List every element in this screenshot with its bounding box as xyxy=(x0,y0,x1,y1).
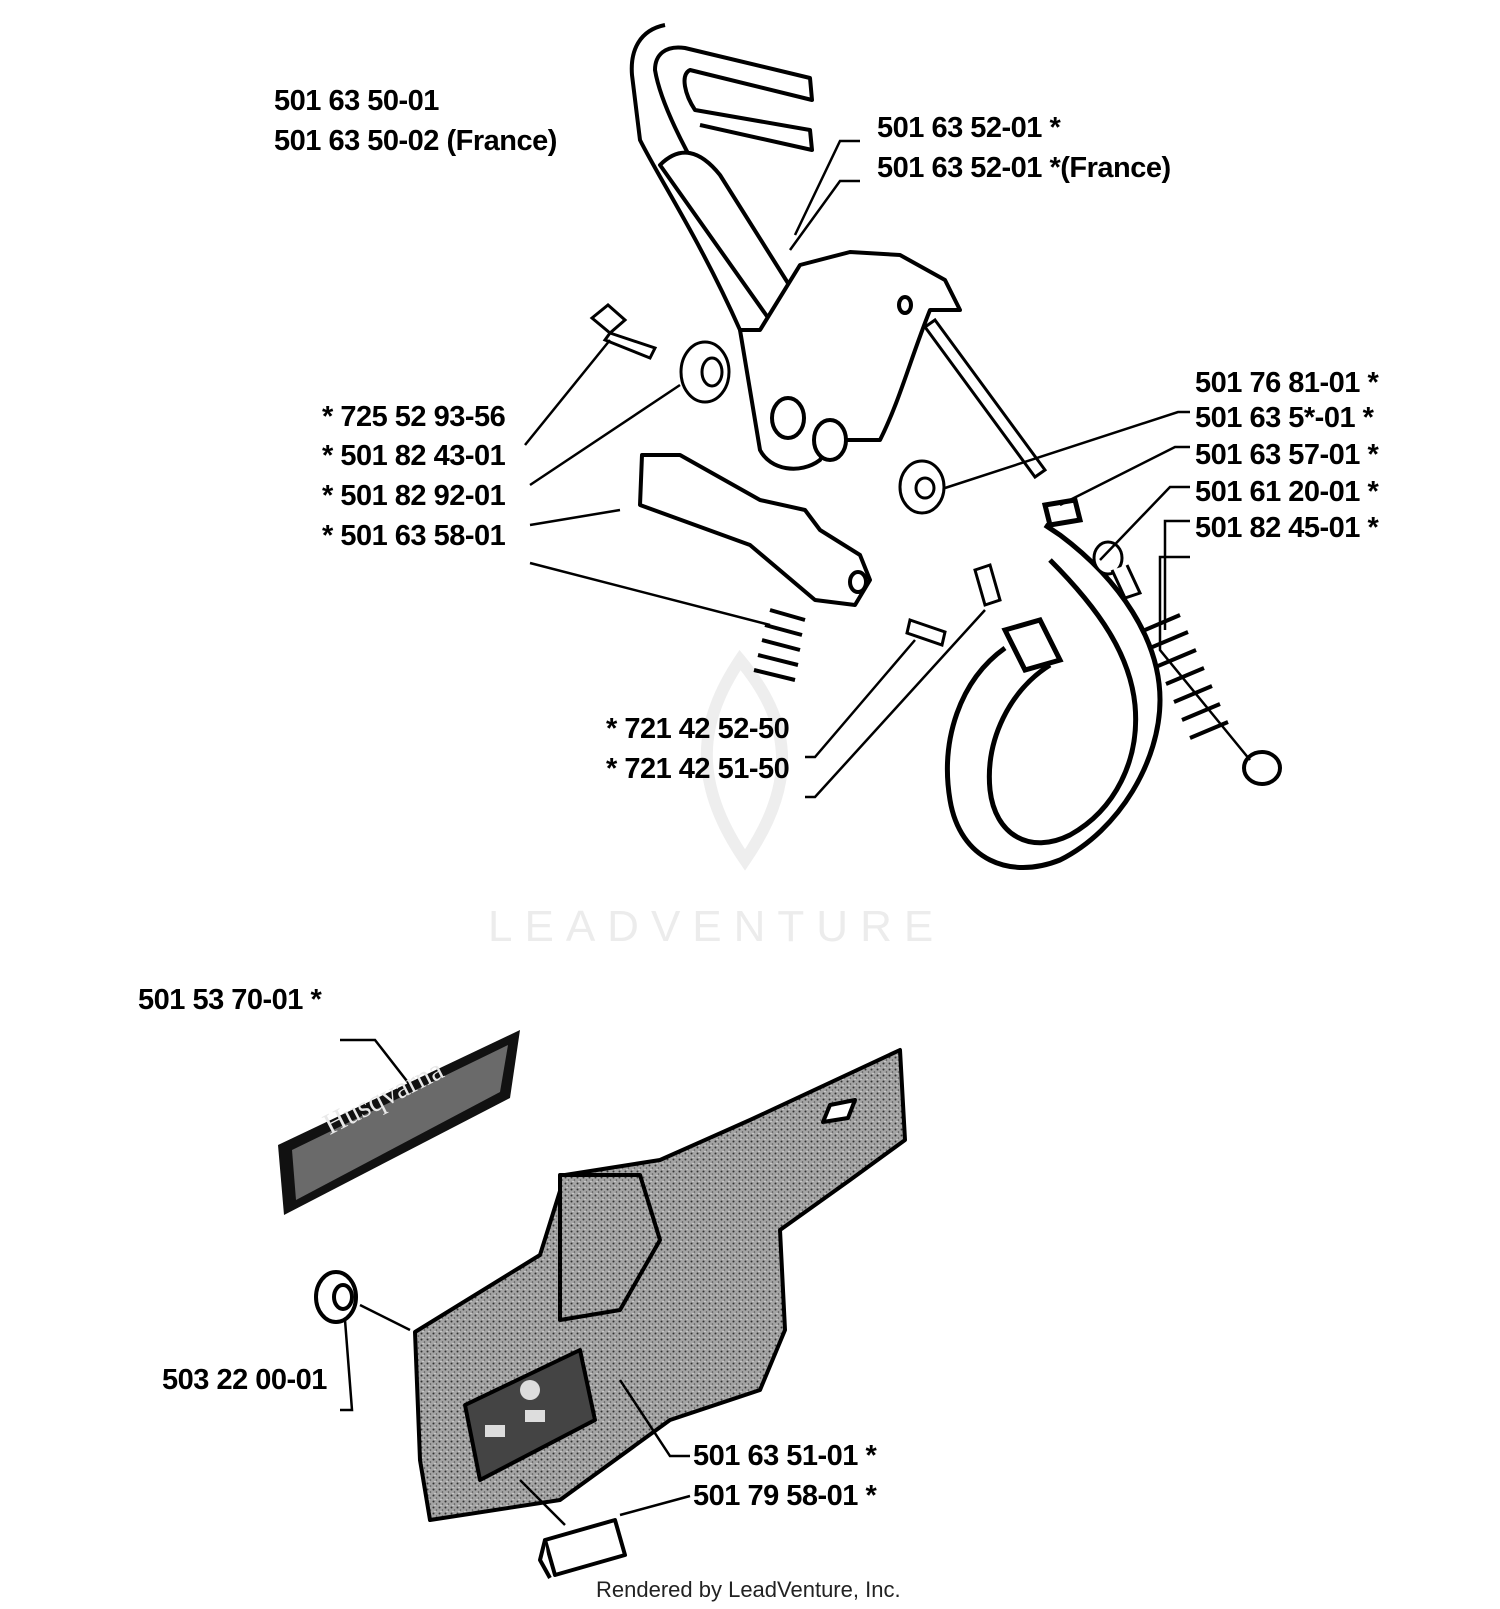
spring-large xyxy=(1144,613,1282,786)
hand-guard xyxy=(629,23,962,471)
pins xyxy=(905,563,1002,647)
nut xyxy=(314,1270,358,1324)
part-label: 501 63 52-01 * xyxy=(877,112,1061,144)
watermark-logo xyxy=(700,649,788,871)
part-label: 501 76 81-01 * xyxy=(1195,367,1379,399)
lever xyxy=(638,453,872,607)
part-label: 501 63 52-01 *(France) xyxy=(877,152,1171,184)
part-label: * 721 42 51-50 xyxy=(606,753,790,785)
brake-band xyxy=(945,497,1163,870)
part-label: 501 79 58-01 * xyxy=(693,1480,877,1512)
watermark: LEADVENTURE xyxy=(488,902,946,951)
part-label: * 725 52 93-56 xyxy=(322,401,506,433)
decal xyxy=(278,1030,520,1215)
small-screw xyxy=(1092,540,1143,600)
part-label: 501 61 20-01 * xyxy=(1195,476,1379,508)
part-label: 501 82 45-01 * xyxy=(1195,512,1379,544)
part-label: * 501 63 58-01 xyxy=(322,520,506,552)
part-label: * 501 82 43-01 xyxy=(322,440,506,472)
bushing xyxy=(898,459,946,515)
part-label: 501 63 51-01 * xyxy=(693,1440,877,1472)
screw xyxy=(589,303,658,360)
spring-small xyxy=(753,608,806,682)
part-label: * 721 42 52-50 xyxy=(606,713,790,745)
rod xyxy=(922,317,1048,480)
plate xyxy=(538,1518,627,1579)
chain-cover xyxy=(413,1048,907,1522)
part-label: 501 63 50-01 xyxy=(274,85,439,117)
part-label: 501 63 5*-01 * xyxy=(1195,402,1374,434)
part-label: 501 63 50-02 (France) xyxy=(274,125,557,157)
footer-credit: Rendered by LeadVenture, Inc. xyxy=(596,1577,901,1602)
washer xyxy=(679,340,731,404)
part-label: * 501 82 92-01 xyxy=(322,480,506,512)
part-label: 501 63 57-01 * xyxy=(1195,439,1379,471)
leader-lines xyxy=(340,139,1251,1526)
part-label: 503 22 00-01 xyxy=(162,1364,327,1396)
part-label: 501 53 70-01 * xyxy=(138,984,322,1016)
